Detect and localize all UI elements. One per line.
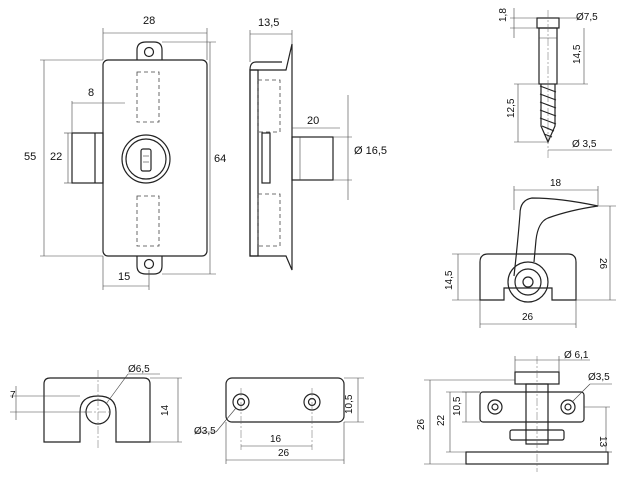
dim-screw-length: 14,5	[572, 44, 583, 64]
dim-keeper-c-hole: Ø3,5	[588, 372, 610, 383]
dim-bottom: 15	[118, 271, 130, 283]
dim-keeper-a-slot: 7	[10, 390, 16, 401]
dim-keeper-c-plate: 10,5	[452, 396, 463, 416]
dim-base-height: 14,5	[444, 270, 455, 290]
dim-keeper-b-width: 26	[278, 448, 290, 459]
dim-keeper-a-hole: Ø6,5	[128, 364, 150, 375]
dim-height-inner: 55	[24, 151, 36, 163]
dim-keeper-b-height: 10,5	[344, 394, 355, 414]
dim-depth: 13,5	[258, 17, 279, 29]
lock-side-view: 13,5 20 Ø 16,5	[249, 17, 387, 271]
dim-offset: 8	[88, 87, 94, 99]
dim-shank-dia: Ø 3,5	[572, 139, 597, 150]
dim-keeper-b-hole: Ø3,5	[194, 426, 216, 437]
keeper-a-view: Ø6,5 7 14	[10, 364, 182, 450]
dim-bolt-height: 22	[50, 151, 62, 163]
keeper-b-view: Ø3,5 10,5 16 26	[194, 377, 364, 464]
latch-view: 18 26 14,5 26	[444, 178, 616, 328]
dim-keeper-a-height: 14	[160, 404, 171, 416]
keeper-c-view: Ø 6,1 Ø3,5 26 22 10,5 13	[416, 350, 612, 472]
dim-keeper-b-pitch: 16	[270, 434, 282, 445]
dim-head-height: 1,8	[498, 8, 509, 22]
dim-base-width: 26	[522, 312, 534, 323]
dim-keeper-c-bottom: 13	[597, 436, 608, 448]
dim-keeper-c-top: Ø 6,1	[564, 350, 589, 361]
dim-keeper-c-total: 26	[416, 418, 427, 430]
dim-latch-width: 18	[550, 178, 562, 189]
dim-height-outer: 64	[214, 153, 226, 165]
dim-width: 28	[143, 15, 155, 27]
dim-bolt-diameter: Ø 16,5	[354, 145, 387, 157]
dim-bolt-length: 20	[307, 115, 319, 127]
dim-thread-length: 12,5	[506, 98, 517, 118]
dim-keeper-c-mid: 22	[436, 414, 447, 426]
screw-view: 1,8 Ø7,5 14,5 12,5 Ø 3,5	[498, 8, 612, 160]
dim-latch-height: 26	[597, 258, 608, 270]
dim-head-dia: Ø7,5	[576, 12, 598, 23]
lock-front-view: 28 8 64 55 22 15	[24, 15, 226, 290]
